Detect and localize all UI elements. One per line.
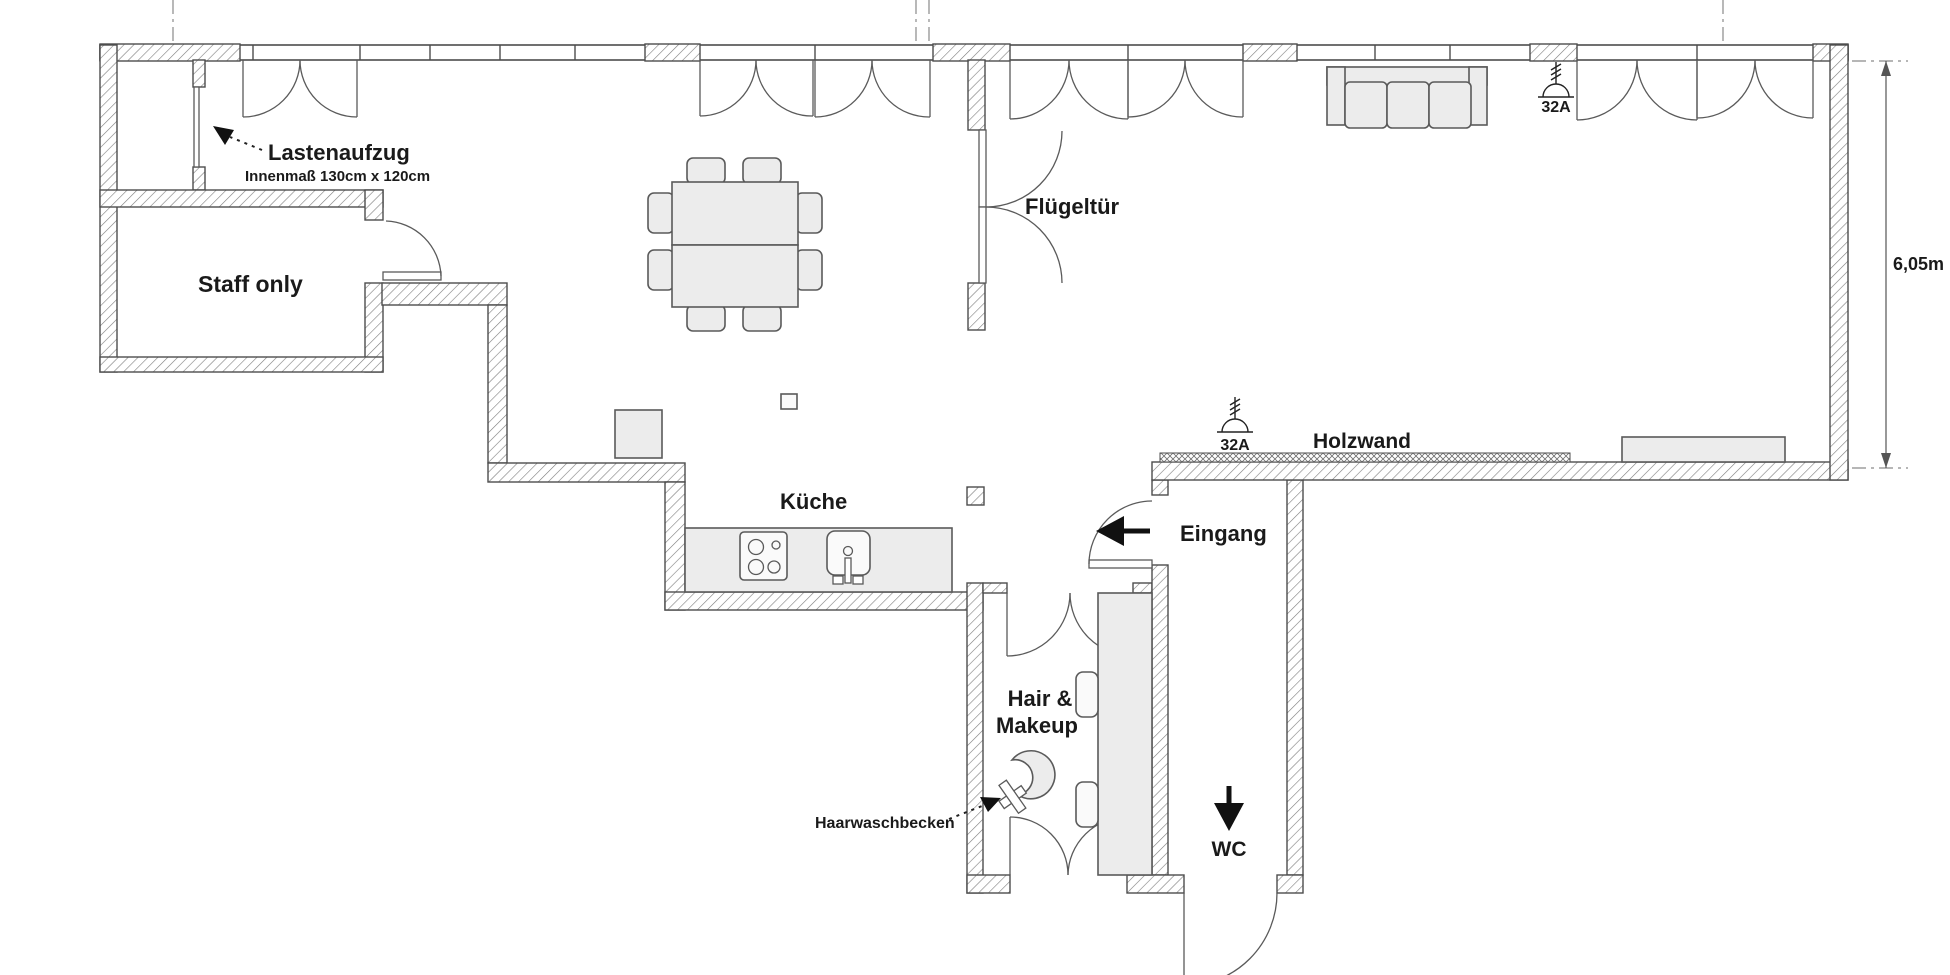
holzwand-strip — [1159, 452, 1571, 463]
chair — [742, 157, 782, 185]
cee-socket-icon — [1538, 62, 1574, 98]
window-door — [1576, 59, 1698, 121]
window-door — [699, 59, 814, 117]
lastenaufzug-leader — [213, 126, 263, 151]
zig-wall-horizontal — [381, 282, 508, 306]
dining-table — [671, 181, 799, 246]
walls — [99, 43, 1849, 894]
wall-pier — [1242, 43, 1298, 62]
fluegeltuer-door — [978, 129, 1063, 284]
label-hair-makeup-2: Makeup — [996, 713, 1078, 738]
wall-pier — [99, 43, 241, 62]
staff-south-wall — [99, 356, 384, 373]
chair — [686, 157, 726, 185]
sink — [826, 530, 871, 585]
label-wc: WC — [1212, 838, 1247, 861]
main-south-wall — [1151, 461, 1849, 481]
staff-east-wall — [364, 189, 384, 221]
leader-arrow-icon — [213, 126, 234, 145]
label-kueche: Küche — [780, 489, 847, 514]
label-holzwand: Holzwand — [1313, 430, 1411, 453]
window-door — [814, 59, 931, 118]
label-lastenaufzug-dim: Innenmaß 130cm x 120cm — [245, 168, 430, 185]
wall-pier — [644, 43, 701, 62]
label-socket-top: 32A — [1541, 99, 1571, 116]
chair — [1075, 671, 1099, 718]
label-eingang: Eingang — [1180, 521, 1267, 546]
chair — [795, 192, 823, 234]
kitchen-counter — [684, 527, 953, 593]
hair-wash-basin — [998, 750, 1056, 815]
zig-wall-vertical — [487, 304, 508, 464]
label-staff-only: Staff only — [198, 271, 303, 297]
zig-wall-horizontal — [487, 462, 686, 483]
south-wall — [966, 874, 1011, 894]
south-wall — [1126, 874, 1185, 894]
chair — [647, 249, 675, 291]
makeup-counter — [1075, 592, 1153, 876]
entrance-direction-arrow-icon — [1096, 516, 1150, 546]
cee-socket-icon — [1217, 397, 1253, 433]
corridor-east-wall — [1286, 479, 1304, 876]
wc-direction-arrow-icon — [1214, 786, 1244, 831]
kitchen-south-wall — [664, 591, 984, 611]
corridor-west-wall — [1151, 479, 1169, 496]
hair-makeup-west-wall — [966, 582, 984, 894]
elevator-wall — [192, 59, 206, 88]
hair-makeup-north-wall — [982, 582, 1008, 594]
elevator-door — [193, 86, 200, 168]
stove — [739, 531, 788, 581]
haarwaschbecken-leader — [948, 797, 1001, 820]
storage-box — [614, 409, 663, 459]
west-wall — [99, 44, 118, 373]
wc-exit-door — [1183, 892, 1278, 975]
window-door — [1009, 59, 1129, 120]
chair — [686, 304, 726, 332]
fluegeltuer-wall — [967, 59, 986, 131]
label-socket-mid: 32A — [1220, 437, 1250, 454]
wall-pier — [932, 43, 1011, 62]
label-fluegeltuer: Flügeltür — [1025, 194, 1120, 219]
corridor-west-wall — [1151, 564, 1169, 876]
window-door — [1696, 59, 1814, 119]
sofa — [1326, 66, 1488, 129]
dimension-right — [1852, 60, 1908, 469]
zig-wall-vertical — [664, 481, 686, 611]
chair — [1075, 781, 1099, 828]
east-wall — [1829, 44, 1849, 481]
entrance-door — [1088, 500, 1153, 569]
label-dimension: 6,05m — [1893, 254, 1944, 274]
label-lastenaufzug: Lastenaufzug — [268, 140, 410, 165]
window-door — [1127, 59, 1244, 118]
chair — [795, 249, 823, 291]
label-hair-makeup-1: Hair & — [1008, 686, 1073, 711]
chair — [742, 304, 782, 332]
label-haarwaschbecken: Haarwaschbecken — [815, 815, 955, 832]
staff-north-wall — [99, 189, 384, 208]
leader-arrow-icon — [980, 797, 1001, 812]
window-door-swings — [242, 59, 1814, 121]
fluegeltuer-wall — [967, 282, 986, 331]
south-wall — [1276, 874, 1304, 894]
sideboard — [1621, 436, 1786, 463]
dining-table — [671, 244, 799, 308]
labels: Lastenaufzug Innenmaß 130cm x 120cm Staf… — [198, 99, 1944, 861]
hair-makeup-north-wall — [1132, 582, 1153, 594]
chair — [647, 192, 675, 234]
dining-set — [647, 157, 823, 332]
column — [780, 393, 798, 410]
column — [966, 486, 985, 506]
wall-pier — [1529, 43, 1578, 62]
window-door — [242, 59, 358, 118]
reference-lines — [172, 0, 1724, 45]
elevator-wall — [192, 166, 206, 191]
staff-room-door — [382, 220, 442, 281]
